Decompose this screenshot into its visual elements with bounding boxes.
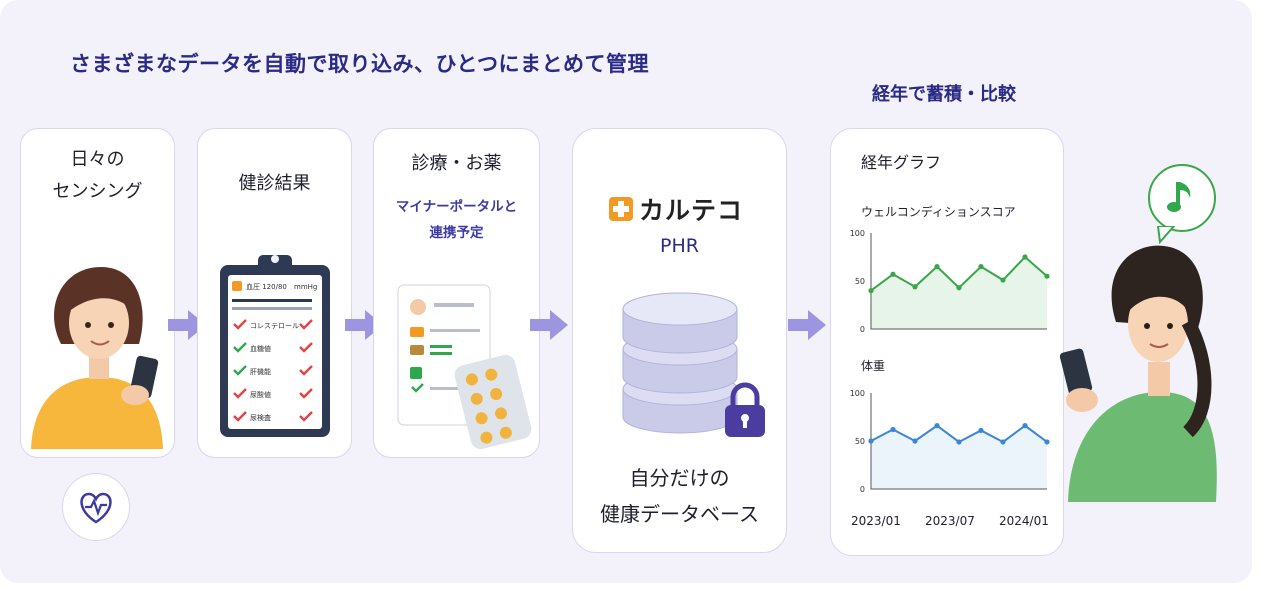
graph-card-title: 経年グラフ	[861, 153, 942, 172]
brand-logo: カルテコ	[609, 191, 743, 227]
sub-headline: 経年で蓄積・比較	[872, 84, 1016, 105]
card-checkup: 健診結果 血圧 120/80 mmHg コレステ	[197, 128, 352, 458]
chart-2-title: 体重	[861, 359, 886, 373]
card-sensing: 日々の センシング	[20, 128, 175, 458]
checklist-marks	[233, 319, 313, 422]
database-icon	[622, 292, 765, 437]
card-sensing-title-line2: センシング	[52, 181, 143, 202]
chart-wellness-score: 100 50 0	[850, 229, 1050, 334]
clipboard-icon: 血圧 120/80 mmHg コレステロール 血糖値 肝機能 尿酸値 尿検査	[220, 255, 330, 437]
smartphone-icon	[1060, 348, 1093, 396]
music-bubble	[1148, 164, 1216, 232]
checkup-item-2: 肝機能	[250, 367, 271, 376]
data-point	[1044, 273, 1050, 279]
card-medical: 診療・お薬 マイナーポータルと 連携予定	[373, 128, 540, 458]
chart-body-weight: 100 50 0	[850, 389, 1050, 494]
x-tick-label: 2023/07	[925, 514, 975, 528]
chart-axis	[870, 233, 1047, 330]
clipboard-header: 血圧 120/80	[246, 282, 287, 291]
data-point	[1044, 439, 1050, 445]
data-point	[978, 264, 984, 270]
series-area	[871, 425, 1047, 489]
lock-icon	[725, 382, 765, 437]
y-tick-label: 50	[855, 277, 865, 286]
card-medical-title: 診療・お薬	[411, 153, 502, 174]
clipboard-unit: mmHg	[294, 283, 317, 291]
data-point	[956, 439, 962, 445]
diagram-canvas: さまざまなデータを自動で取り込み、ひとつにまとめて管理 経年で蓄積・比較 日々の…	[0, 0, 1252, 583]
card-sensing-title-line1: 日々の	[70, 149, 125, 170]
bubble-tail	[1156, 226, 1176, 244]
y-tick-label: 0	[860, 485, 865, 494]
chart-axis	[870, 393, 1047, 490]
checkup-item-1: 血糖値	[250, 344, 271, 353]
y-tick-label: 100	[850, 229, 865, 238]
woman-with-phone-illustration-right	[1060, 245, 1217, 502]
flow-arrow	[168, 310, 206, 340]
woman-with-phone-illustration	[31, 267, 163, 449]
data-point	[978, 427, 984, 434]
y-tick-label: 0	[860, 325, 865, 334]
brand-name: カルテコ	[639, 196, 744, 225]
checkup-item-4: 尿検査	[250, 413, 271, 422]
x-tick-label: 2024/01	[999, 514, 1049, 528]
data-point	[868, 438, 874, 444]
phr-label: PHR	[660, 235, 699, 257]
card-medical-note-line1: マイナーポータルと	[395, 199, 518, 215]
data-point	[934, 423, 940, 429]
music-note-icon	[1167, 182, 1191, 212]
checkup-item-0: コレステロール	[250, 322, 299, 330]
data-point	[890, 426, 896, 433]
card-medical-note-line2: 連携予定	[429, 225, 484, 241]
y-tick-label: 100	[850, 389, 865, 398]
data-point	[934, 264, 940, 270]
data-point	[868, 288, 874, 294]
data-point	[1022, 254, 1028, 260]
medical-record-illustration	[397, 284, 532, 450]
heart-pulse-badge	[62, 473, 130, 541]
flow-arrow	[530, 310, 568, 340]
y-tick-label: 50	[855, 437, 865, 446]
data-point	[912, 438, 918, 444]
data-point	[1022, 423, 1028, 429]
card-phr: カルテコ PHR 自分だけの 健康データベース	[572, 128, 787, 553]
headline: さまざまなデータを自動で取り込み、ひとつにまとめて管理	[70, 52, 650, 76]
card-graph: 経年グラフ ウェルコンディションスコア 100 50 0 体重 100 50 0 202…	[830, 128, 1064, 556]
series-area	[871, 257, 1047, 329]
data-point	[956, 285, 962, 291]
brand-cross-icon	[609, 197, 633, 221]
x-tick-label: 2023/01	[851, 514, 901, 528]
data-point	[912, 284, 918, 290]
flow-arrow	[788, 310, 826, 340]
data-point	[1000, 277, 1006, 283]
data-point	[890, 271, 896, 277]
data-point	[1000, 439, 1006, 445]
checkup-item-3: 尿酸値	[250, 390, 271, 399]
phr-caption-line2: 健康データベース	[600, 502, 759, 526]
chart-1-title: ウェルコンディションスコア	[861, 205, 1016, 219]
phr-caption-line1: 自分だけの	[629, 466, 730, 490]
card-checkup-title: 健診結果	[238, 173, 311, 194]
heart-pulse-icon	[80, 492, 112, 524]
